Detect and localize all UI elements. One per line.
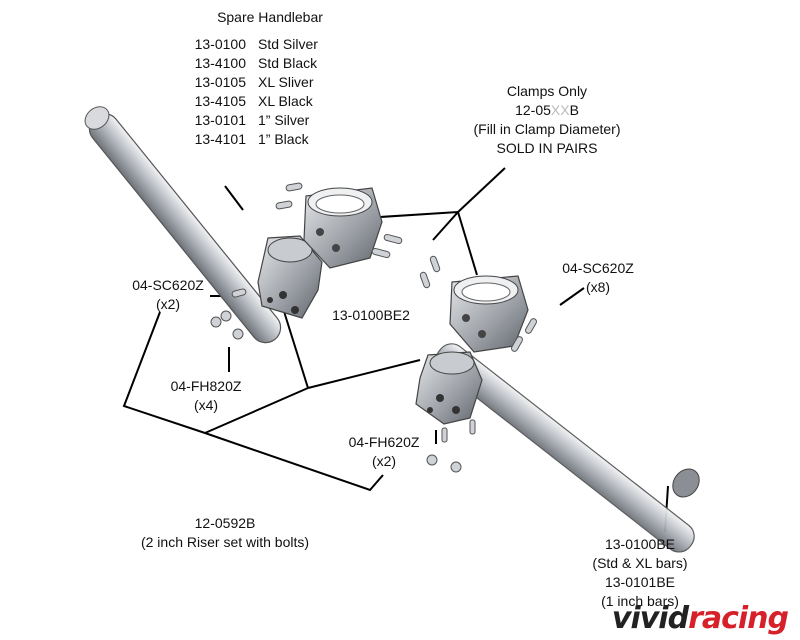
clamps-only-label: Clamps Only 12-05XXB (Fill in Clamp Diam…: [440, 82, 654, 158]
part-code: 13-4101: [194, 131, 246, 147]
part-code: 04-FH620Z: [348, 434, 420, 450]
right-handlebar: [435, 343, 700, 553]
sc620z-left-label: 04-SC620Z (x2): [118, 276, 218, 314]
list-item: 13-4100 Std Black: [184, 54, 338, 73]
list-item: 13-0100 Std Silver: [184, 35, 338, 54]
endcap-label: 13-0100BE (Std & XL bars) 13-0101BE (1 i…: [570, 535, 710, 611]
lower-clamp: [449, 275, 529, 353]
right-riser: [415, 351, 483, 425]
part-qty: (x2): [155, 296, 181, 312]
part-desc: (1 inch bars): [601, 593, 679, 609]
part-desc: XL Sliver: [258, 74, 314, 90]
list-item: 13-0101 1” Silver: [184, 111, 338, 130]
part-code: 04-SC620Z: [562, 260, 634, 276]
part-code: 13-0100BE: [604, 536, 676, 552]
part-code: 13-0101BE: [604, 574, 676, 590]
part-code: 04-FH820Z: [170, 378, 242, 394]
clamp-diameter-placeholder: XX: [550, 102, 570, 118]
list-item: 13-4105 XL Black: [184, 92, 338, 111]
part-code: 13-4100: [194, 55, 246, 71]
upper-clamp: [303, 187, 383, 269]
spare-handlebar-list: 13-0100 Std Silver 13-4100 Std Black 13-01…: [184, 35, 338, 149]
riser-label: 12-0592B (2 inch Riser set with bolts): [110, 514, 340, 552]
bolts: [210, 182, 537, 473]
fh820z-label: 04-FH820Z (x4): [158, 377, 254, 415]
fh620z-label: 04-FH620Z (x2): [336, 433, 432, 471]
sc620z-right-label: 04-SC620Z (x8): [548, 259, 648, 297]
clamps-only-note: (Fill in Clamp Diameter): [473, 121, 621, 137]
part-code: 04-SC620Z: [132, 277, 204, 293]
part-code: 13-0100: [194, 36, 246, 52]
clamps-only-code: 12-05XXB: [515, 102, 579, 118]
list-item: 13-4101 1” Black: [184, 130, 338, 149]
part-desc: Std Silver: [258, 36, 318, 52]
vividracing-watermark: vividracing: [611, 601, 789, 636]
clamps-only-title: Clamps Only: [506, 83, 588, 99]
part-code: 13-4105: [194, 93, 246, 109]
part-desc: Std Black: [258, 55, 318, 71]
left-riser: [257, 235, 323, 319]
part-desc: 1” Black: [258, 131, 309, 147]
spare-handlebar-title: Spare Handlebar: [217, 9, 323, 25]
part-code: 13-0101: [194, 112, 246, 128]
part-desc: 1” Silver: [258, 112, 310, 128]
part-desc: XL Black: [258, 93, 313, 109]
part-desc: (2 inch Riser set with bolts): [140, 534, 310, 550]
left-handlebar: [84, 106, 282, 344]
part-code: 12-0592B: [194, 515, 256, 531]
be2-label: 13-0100BE2: [332, 307, 410, 323]
part-qty: (x2): [371, 453, 397, 469]
part-qty: (x8): [585, 279, 611, 295]
list-item: 13-0105 XL Sliver: [184, 73, 338, 92]
part-desc: (Std & XL bars): [592, 555, 688, 571]
part-code: 13-0105: [194, 74, 246, 90]
clamps-only-sold: SOLD IN PAIRS: [496, 140, 598, 156]
part-qty: (x4): [193, 397, 219, 413]
